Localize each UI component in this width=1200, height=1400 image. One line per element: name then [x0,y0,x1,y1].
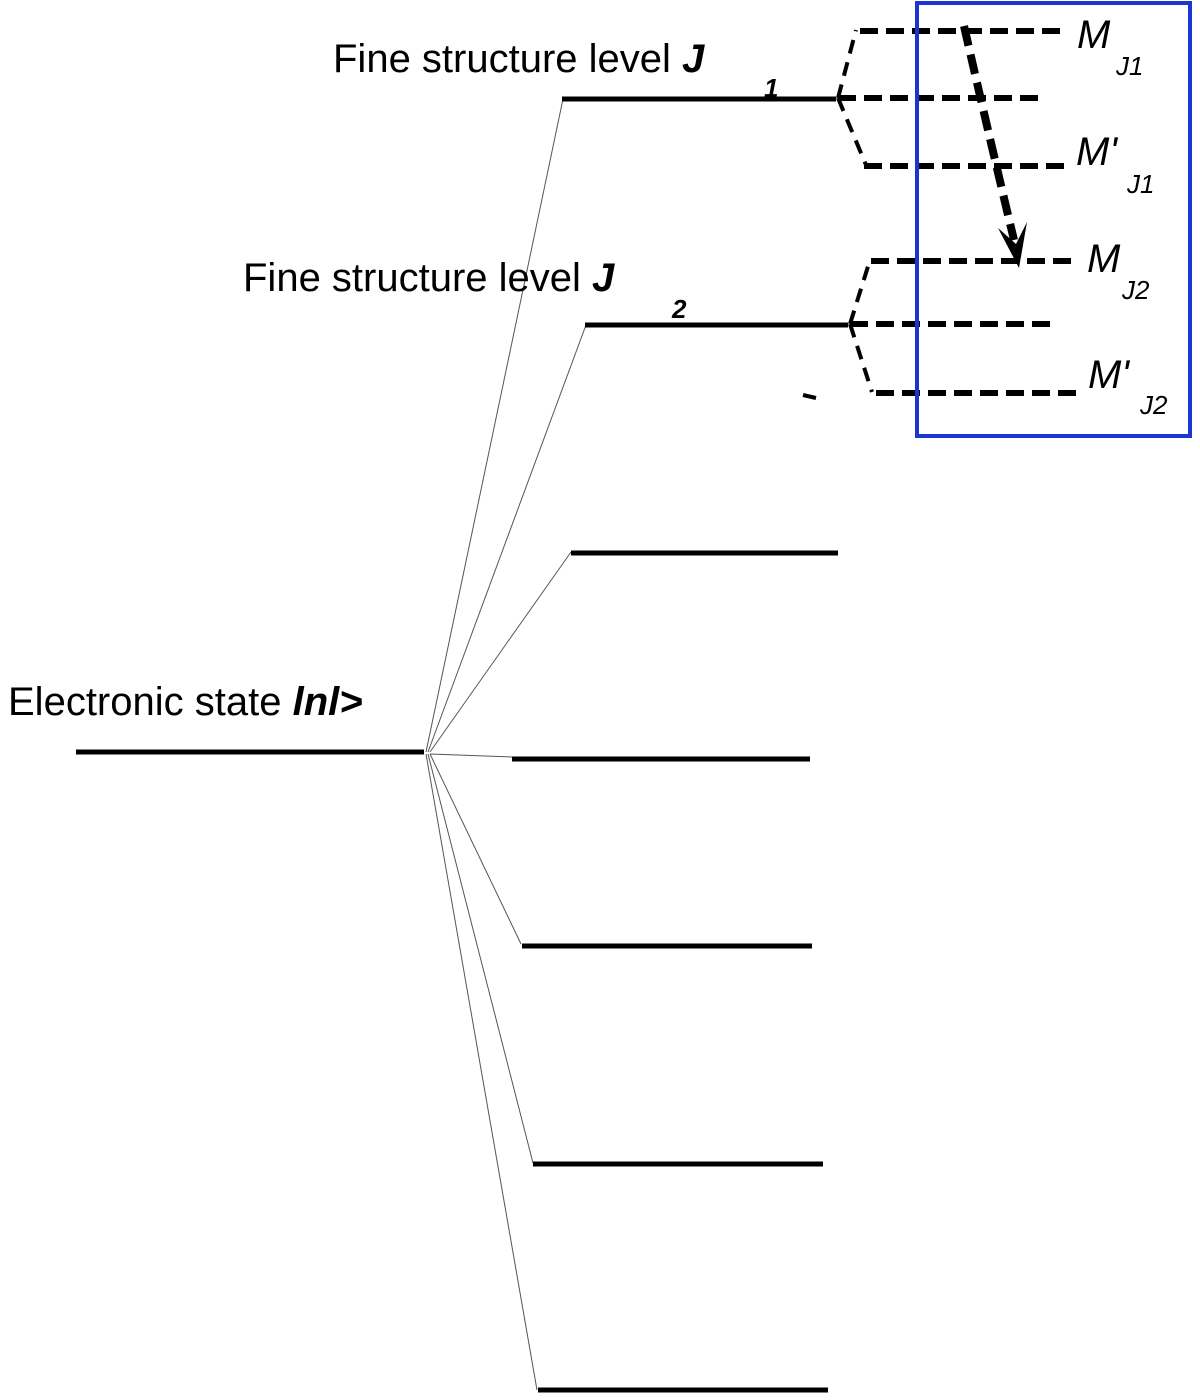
electronic-state-label: Electronic state lnl> [8,680,363,724]
splitting-lines [425,98,587,1391]
m-j1-label: M [1077,13,1111,57]
fine-level-j2-subscript: 2 [671,294,687,324]
fan-line-level-6 [427,753,534,1164]
connector-mpj2 [848,323,874,393]
fan-line-j2 [427,324,587,753]
fine-level-j2-label: Fine structure level J [243,256,615,300]
arrowhead-icon [998,222,1027,268]
highlight-box [915,1,1192,438]
connector-mj1 [836,29,858,99]
transition-arrow-shaft [960,25,1018,241]
fan-line-j1 [425,98,564,753]
connector-mpj1 [836,97,868,166]
mp-j1-subscript: J1 [1126,169,1154,199]
fine-level-j1-subscript: 1 [764,73,778,103]
stray-mark [802,393,817,400]
fine-structure-levels [512,96,848,1393]
fan-line-level-5 [429,753,522,945]
fan-line-level-3 [429,551,572,753]
fan-line-level-7 [425,753,538,1391]
sublevels-j1 [836,28,1066,169]
connector-mj2 [848,259,872,325]
transition-arrow [960,25,1027,268]
m-j2-subscript: J2 [1121,275,1150,305]
fan-line-level-4 [429,753,513,758]
mp-j1-label: M' [1076,130,1118,174]
m-j2-label: M [1087,237,1121,281]
mp-j2-subscript: J2 [1139,390,1168,420]
fine-level-j1-label: Fine structure level J [333,37,705,81]
m-j1-subscript: J1 [1115,51,1143,81]
mp-j2-label: M' [1088,353,1130,397]
sublevels-j2 [848,258,1080,396]
